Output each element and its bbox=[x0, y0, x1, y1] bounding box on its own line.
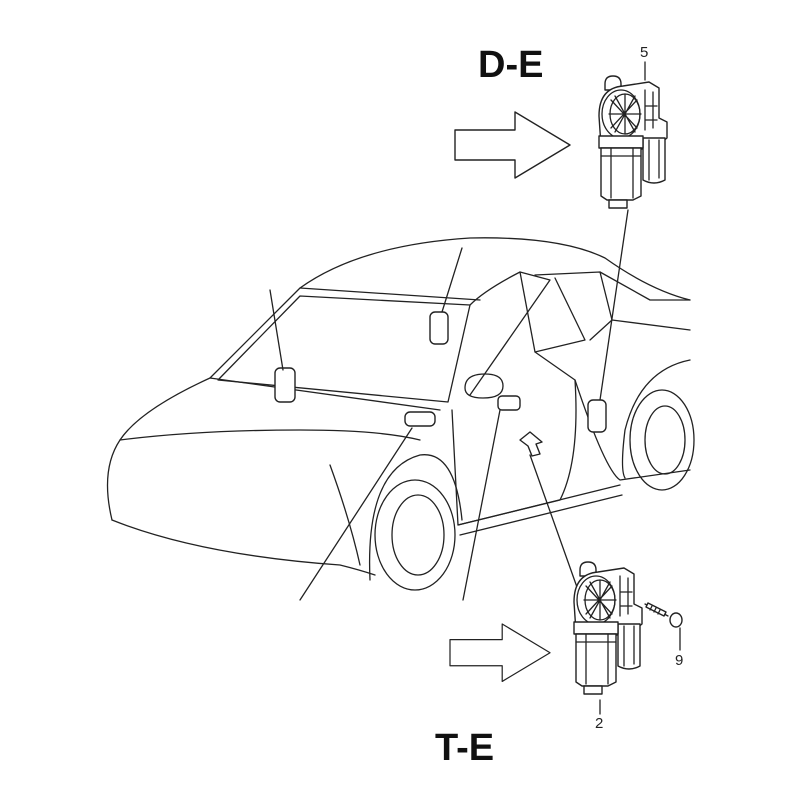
callout-screw: 9 bbox=[675, 652, 683, 669]
arrow-right-icon bbox=[449, 623, 551, 683]
screw-icon bbox=[644, 602, 683, 628]
front-door-label: D-E bbox=[478, 44, 543, 86]
window-motor-icon bbox=[573, 561, 643, 695]
rear-door-label: T-E bbox=[435, 727, 494, 769]
leader-lines bbox=[269, 61, 681, 715]
car-outline bbox=[106, 237, 695, 591]
callout-rear-motor: 2 bbox=[595, 715, 603, 732]
callout-front-motor: 5 bbox=[640, 44, 648, 61]
arrow-right-icon bbox=[454, 111, 571, 179]
window-motor-icon bbox=[598, 75, 668, 209]
